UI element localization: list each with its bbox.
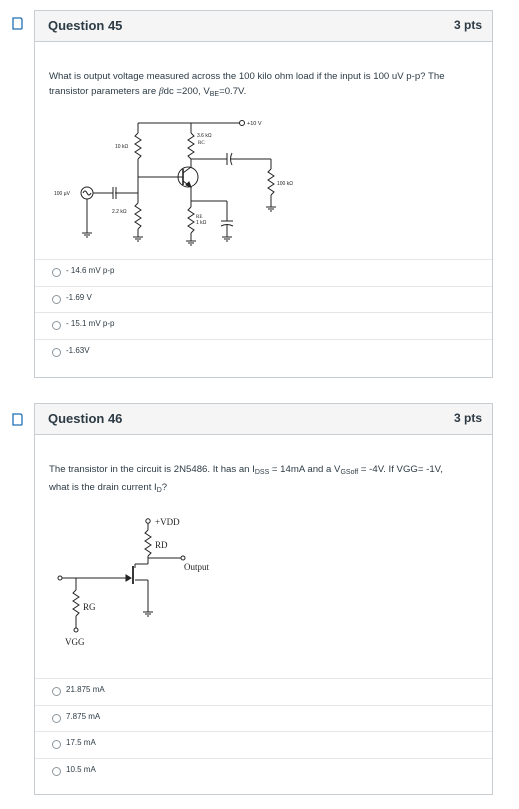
question-45-header: Question 45 3 pts <box>35 11 492 42</box>
re-name-label: RE <box>196 215 202 220</box>
r2-label: 2.2 kΩ <box>112 209 127 215</box>
radio-button[interactable] <box>52 294 61 304</box>
rg-label: RG <box>83 602 96 612</box>
radio-button[interactable] <box>52 740 61 749</box>
answer-option[interactable]: -1.69 V <box>35 285 492 313</box>
answer-option[interactable]: -1.63V <box>35 338 492 366</box>
question-text: The transistor in the circuit is 2N5486.… <box>49 464 443 494</box>
question-46-card: Question 46 3 pts The transistor in the … <box>34 403 493 795</box>
vin-label: 100 µV <box>54 191 71 197</box>
rc-value-label: 3.6 kΩ <box>197 133 212 139</box>
answer-option[interactable]: - 14.6 mV p-p <box>35 259 492 286</box>
answer-option[interactable]: 17.5 mA <box>35 731 492 758</box>
r1-label: 10 kΩ <box>115 144 128 150</box>
vcc-label: +10 V <box>247 121 262 127</box>
rc-name-label: RC <box>198 141 205 146</box>
rl-label: 100 kΩ <box>277 181 293 187</box>
radio-button[interactable] <box>52 766 61 776</box>
vdd-label: +VDD <box>155 517 180 527</box>
answer-option[interactable]: 10.5 mA <box>35 757 492 785</box>
question-title: Question 46 <box>48 411 123 426</box>
radio-button[interactable] <box>52 347 61 357</box>
question-46-header: Question 46 3 pts <box>35 404 492 435</box>
radio-button[interactable] <box>52 268 61 277</box>
answer-list: - 14.6 mV p-p -1.69 V - 15.1 mV p-p -1.6… <box>35 259 492 365</box>
answer-option[interactable]: 21.875 mA <box>35 678 492 705</box>
question-points: 3 pts <box>453 411 482 425</box>
rd-label: RD <box>155 540 168 550</box>
question-points: 3 pts <box>453 18 482 32</box>
output-label: Output <box>184 562 210 572</box>
question-text: What is output voltage measured across t… <box>49 71 445 98</box>
radio-button[interactable] <box>52 713 61 723</box>
answer-option[interactable]: 7.875 mA <box>35 704 492 732</box>
vgg-label: VGG <box>65 637 85 647</box>
flag-question-46-icon[interactable] <box>12 413 23 426</box>
question-title: Question 45 <box>48 18 123 33</box>
re-value-label: 1 kΩ <box>196 220 207 226</box>
answer-list: 21.875 mA 7.875 mA 17.5 mA 10.5 mA <box>35 678 492 784</box>
radio-button[interactable] <box>52 321 61 330</box>
bjt-amplifier-circuit: +10 V 10 kΩ 2.2 kΩ 3.6 kΩ RC RE 1 kΩ 100… <box>54 120 293 246</box>
jfet-circuit: +VDD RD Output RG VGG <box>57 517 210 647</box>
flag-question-45-icon[interactable] <box>12 17 23 30</box>
question-45-card: Question 45 3 pts What is output voltage… <box>34 10 493 378</box>
radio-button[interactable] <box>52 687 61 696</box>
answer-option[interactable]: - 15.1 mV p-p <box>35 312 492 339</box>
